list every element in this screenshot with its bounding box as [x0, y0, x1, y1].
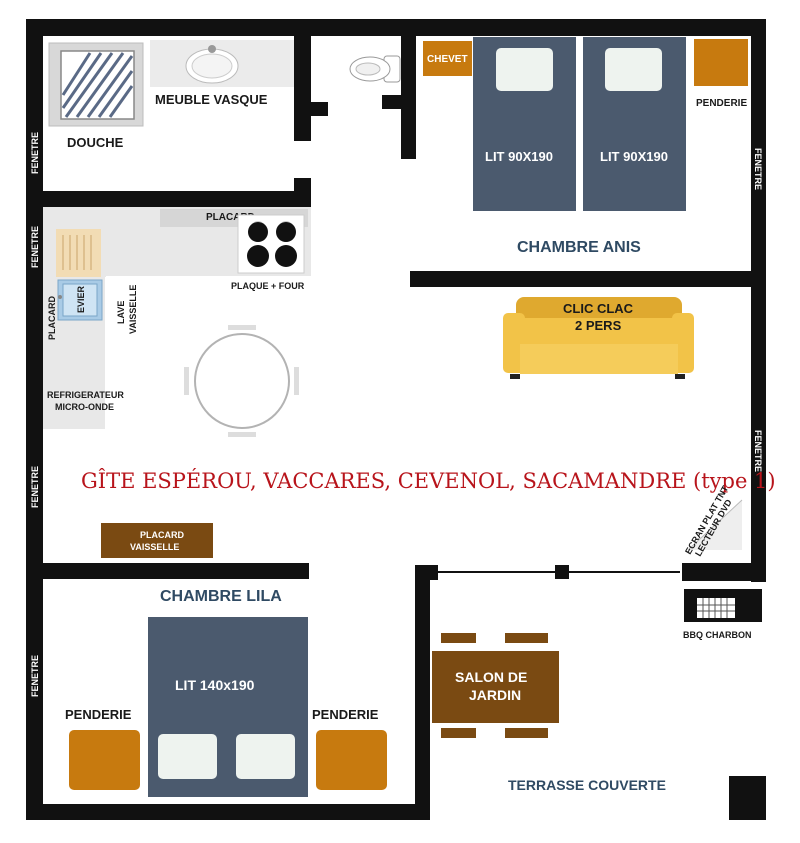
sink-icon [57, 279, 103, 321]
hob-oven-icon [237, 214, 305, 274]
walls [26, 19, 766, 820]
tv-icon [687, 499, 743, 551]
wardrobe-left-label: PENDERIE [65, 707, 132, 722]
bedside-table-label: CHEVET [427, 54, 468, 65]
sofa-label-1: CLIC CLAC [563, 301, 634, 316]
dish-cupboard-label-2: VAISSELLE [130, 542, 179, 552]
plan-title: GÎTE ESPÉROU, VACCARES, CEVENOL, SACAMAN… [81, 469, 776, 493]
fridge-label: REFRIGERATEUR [47, 390, 124, 400]
room-label-terrasse: TERRASSE COUVERTE [508, 777, 666, 793]
single-bed-1: LIT 90X190 [473, 37, 576, 211]
garden-furniture [432, 633, 559, 738]
garden-furniture-label-1: SALON DE [455, 669, 527, 685]
window-label-bottom-left: FENETRE [30, 655, 40, 697]
window-label-low-left: FENETRE [30, 466, 40, 508]
garden-furniture-label-2: JARDIN [469, 687, 521, 703]
double-bed: LIT 140x190 [148, 617, 308, 797]
dishwasher-label-1: LAVE [116, 301, 126, 324]
toilet-icon [349, 55, 401, 83]
wardrobe-left [69, 730, 140, 790]
cupboard-top-label: PLACARD [206, 212, 255, 223]
sink-label: EVIER [76, 285, 86, 313]
vanity-label: MEUBLE VASQUE [155, 92, 268, 107]
wardrobe-right [316, 730, 387, 790]
dish-rack-icon [56, 229, 101, 277]
single-bed-2: LIT 90X190 [583, 37, 686, 211]
window-label-top-left: FENETRE [30, 132, 40, 174]
single-bed-1-label: LIT 90X190 [485, 149, 553, 164]
shower-tray-icon [60, 50, 135, 120]
wardrobe-anis [694, 39, 748, 86]
wardrobe-right-label: PENDERIE [312, 707, 379, 722]
bbq-icon [684, 589, 762, 622]
bedside-table [423, 41, 472, 76]
bbq-label: BBQ CHARBON [683, 630, 752, 640]
sofa-label-2: 2 PERS [575, 318, 622, 333]
room-label-chambre-anis: CHAMBRE ANIS [517, 239, 641, 256]
single-bed-2-label: LIT 90X190 [600, 149, 668, 164]
side-cupboard-label: PLACARD [47, 296, 57, 340]
window-label-mid-left: FENETRE [30, 226, 40, 268]
double-bed-label: LIT 140x190 [175, 677, 255, 693]
shower-label: DOUCHE [67, 135, 124, 150]
hob-oven-label: PLAQUE + FOUR [231, 281, 305, 291]
wardrobe-anis-label: PENDERIE [696, 98, 747, 109]
washbasin-icon [185, 45, 239, 84]
dishwasher-label-2: VAISSELLE [128, 285, 138, 334]
dish-cupboard [101, 523, 213, 558]
microwave-label: MICRO-ONDE [55, 402, 114, 412]
fridge [43, 349, 105, 429]
sofa-bed [503, 297, 694, 379]
window-label-mid-right: FENETRE [753, 430, 763, 472]
dish-cupboard-label-1: PLACARD [140, 530, 184, 540]
window-label-top-right: FENETRE [753, 148, 763, 190]
dining-table [184, 325, 299, 437]
room-label-chambre-lila: CHAMBRE LILA [160, 588, 282, 605]
